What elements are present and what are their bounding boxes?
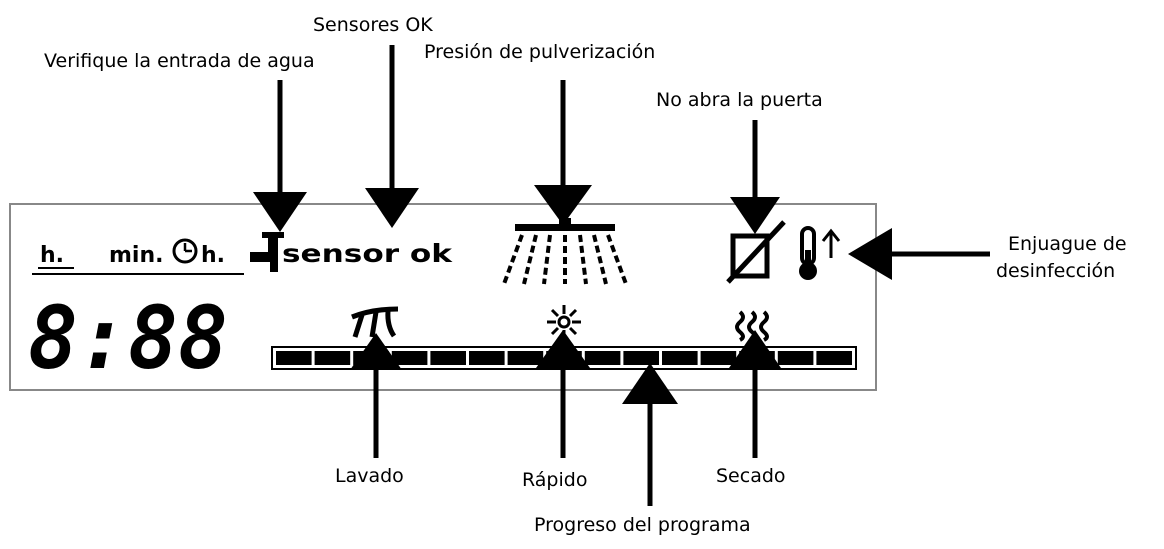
progress-segment [314, 351, 351, 365]
door-label: No abra la puerta [656, 89, 823, 111]
arrow-sensors-ok [365, 45, 419, 228]
time-digits: 8:88 [28, 289, 228, 389]
dry-label: Secado [716, 465, 786, 487]
arrow-water-inlet [253, 80, 307, 232]
disinfection-label-1: Enjuague de [1008, 233, 1127, 255]
arrow-dry [729, 330, 781, 458]
arrow-quick [536, 330, 590, 458]
arrow-disinfection [848, 228, 990, 280]
min-label: min. [109, 243, 163, 268]
water-inlet-label: Verifique la entrada de agua [44, 50, 315, 72]
progress-segment [469, 351, 505, 365]
arrow-spray-pressure [534, 80, 592, 225]
hour-label: h. [40, 243, 64, 268]
progress-label: Progreso del programa [534, 514, 751, 536]
progress-segment [623, 351, 659, 365]
clock-hour-label: h. [201, 243, 225, 268]
progress-segment [507, 351, 544, 365]
progress-segment [430, 351, 466, 365]
sensor-ok-text: sensor ok [282, 239, 454, 268]
progress-segment [777, 351, 814, 365]
thermometer-up-icon [799, 226, 841, 280]
arrow-progress [622, 363, 678, 506]
arrows [253, 45, 990, 506]
wash-label: Lavado [335, 465, 404, 487]
arrow-door [730, 120, 780, 234]
door-crossed-icon [726, 220, 786, 284]
progress-segment [584, 351, 621, 365]
quick-label: Rápido [522, 469, 588, 491]
progress-segment [391, 351, 428, 365]
sensors-ok-label: Sensores OK [313, 14, 433, 36]
wash-icon [351, 306, 399, 338]
progress-segment [700, 351, 737, 365]
progress-segment [276, 351, 312, 365]
progress-segment [816, 351, 852, 365]
disinfection-label-2: desinfección [996, 260, 1116, 282]
progress-segment [662, 351, 698, 365]
spray-pressure-label: Presión de pulverización [424, 41, 656, 63]
clock-icon [172, 238, 198, 264]
arrow-wash [350, 333, 402, 458]
water-tap-icon [250, 232, 284, 272]
